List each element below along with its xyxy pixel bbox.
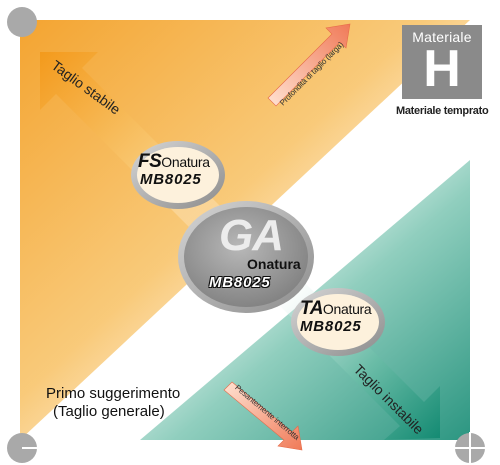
- material-title: Materiale: [412, 29, 472, 45]
- ga-coating: Onatura: [247, 256, 301, 272]
- ga-code: GA: [219, 211, 284, 260]
- depth-of-cut-arrow: [267, 23, 351, 107]
- material-card: Materiale H: [402, 25, 482, 99]
- material-letter: H: [423, 40, 461, 98]
- suggestion-line-2: (Taglio generale): [53, 403, 165, 420]
- corner-dot-top-left: [7, 7, 37, 37]
- fs-badge-text: FSOnatura MB8025: [138, 151, 220, 188]
- suggestion-line-1: Primo suggerimento: [46, 385, 181, 402]
- fs-code: FS: [138, 151, 162, 172]
- fs-coating: Onatura: [161, 154, 210, 170]
- ta-code: TA: [300, 298, 323, 319]
- interrupted-cut-arrow: [223, 381, 303, 451]
- ta-badge: [297, 294, 379, 350]
- fs-badge: [137, 147, 219, 203]
- ta-grade: MB8025: [300, 318, 362, 335]
- ga-badge-text: GA Onatura MB8025: [205, 211, 315, 292]
- ta-coating: Onatura: [322, 301, 372, 317]
- material-caption: Materiale temprato: [396, 105, 489, 117]
- ga-badge: [184, 207, 308, 307]
- ga-grade: MB8025: [209, 274, 271, 291]
- first-suggestion: Primo suggerimento (Taglio generale): [46, 385, 180, 421]
- fs-grade: MB8025: [140, 171, 202, 188]
- ta-badge-text: TAOnatura MB8025: [300, 298, 382, 335]
